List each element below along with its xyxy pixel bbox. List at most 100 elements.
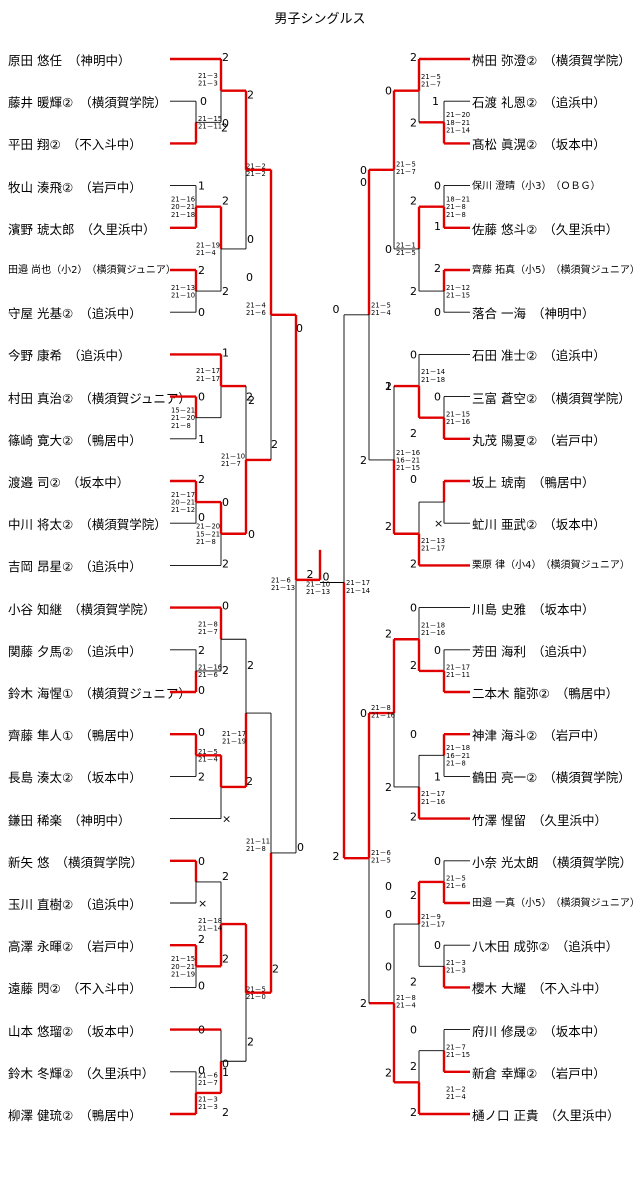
player-name: 石田 准士②	[472, 348, 538, 364]
page-title: 男子シングルス	[274, 12, 366, 27]
match-score: 21－5	[446, 875, 466, 883]
player-name: 小奈 光太朗	[472, 854, 539, 870]
match-score: 21－4	[371, 309, 391, 317]
player-school: （神明中）	[531, 306, 595, 322]
player-entry: 虻川 亜武②（坂本中）	[472, 514, 606, 533]
match-score: 18－21	[446, 119, 470, 127]
player-name: 田邉 一真（小5）	[472, 898, 552, 909]
match-score: 21－17	[421, 920, 445, 928]
player-school: （鴨居中）	[531, 475, 595, 490]
result-mark: 0	[385, 880, 392, 893]
result-mark: 1	[222, 1066, 229, 1079]
result-mark: 2	[410, 285, 417, 298]
result-mark: 1	[222, 346, 229, 359]
player-school: （ＯＢＧ）	[555, 180, 601, 192]
player-name: 竹澤 惺留	[472, 812, 526, 828]
player-name: 玉川 直樹②	[8, 897, 74, 912]
player-name: 小谷 知継	[8, 601, 62, 617]
result-mark: 0	[198, 306, 205, 319]
player-name: 落合 一海	[472, 306, 526, 322]
result-mark: 2	[410, 1060, 417, 1073]
player-school: （久里浜中）	[544, 1108, 620, 1123]
match-score: 21－15	[171, 955, 195, 963]
match-score: 21－8	[446, 211, 466, 219]
player-entry: 小奈 光太朗（横須賀学院）	[472, 852, 632, 871]
result-mark: 0	[198, 1064, 205, 1077]
player-entry: 川島 史雅（坂本中）	[472, 599, 595, 618]
result-mark: 2	[198, 473, 205, 486]
player-school: （追浜中）	[79, 643, 142, 659]
result-mark: 1	[198, 433, 205, 446]
result-mark: 2	[385, 1066, 392, 1079]
result-mark: 1	[434, 770, 441, 783]
result-mark: 0	[222, 600, 229, 613]
match-score: 21－9	[421, 913, 441, 921]
result-mark: 2	[360, 997, 367, 1010]
player-entry: 中川 将太②（横須賀学院）	[8, 514, 167, 533]
match-score: 21－6	[198, 671, 218, 679]
result-mark: 1	[385, 380, 392, 393]
player-school: （坂本中）	[543, 517, 606, 533]
player-entry: 坂上 琥南（鴨居中）	[472, 472, 595, 491]
player-school: （追浜中）	[79, 897, 142, 912]
match-score: 21－1	[396, 242, 416, 250]
player-school: （追浜中）	[543, 95, 606, 111]
player-entry: 新矢 悠（横須賀学院）	[8, 852, 143, 871]
player-name: 鎌田 稀楽	[8, 812, 62, 828]
match-score: 21－20	[446, 111, 470, 119]
match-score: 21－17	[196, 367, 220, 375]
match-score: 20－21	[171, 499, 195, 507]
result-mark: 0	[360, 164, 367, 177]
match-score: 21－8	[446, 203, 466, 211]
result-mark: 0	[410, 473, 417, 486]
match-score: 16－21	[446, 752, 470, 760]
player-entry: 新倉 幸輝②（岩戸中）	[472, 1063, 606, 1082]
result-mark: 0	[222, 1057, 229, 1070]
player-school: （岩戸中）	[543, 1065, 606, 1081]
match-score: 21－7	[396, 168, 416, 176]
match-score: 21－5	[246, 985, 266, 993]
result-mark: 2	[246, 775, 253, 788]
player-school: （岩戸中）	[79, 939, 142, 955]
result-mark: 2	[222, 1106, 229, 1119]
result-mark: 2	[385, 380, 392, 393]
result-mark: 0	[434, 939, 441, 952]
player-entry: 柳澤 健琉②（鴨居中）	[8, 1105, 142, 1124]
player-school: （坂本中）	[531, 601, 595, 617]
result-mark: 2	[246, 391, 253, 404]
player-name: 原田 悠任	[8, 53, 62, 68]
player-school: （岩戸中）	[79, 179, 142, 195]
player-entry: 保川 澄晴（小3）（ＯＢＧ）	[472, 177, 601, 192]
player-school: （横須賀学院）	[543, 390, 631, 406]
match-score: 21－5	[198, 748, 218, 756]
result-mark: 0	[296, 322, 303, 335]
player-name: 濱野 琥太郎	[8, 221, 75, 237]
player-name: 山本 悠瑠②	[8, 1023, 74, 1039]
match-score: 21－5	[421, 73, 441, 81]
result-mark: 2	[222, 664, 229, 677]
player-entry: 樋ノ口 正貴（久里浜中）	[472, 1105, 620, 1124]
result-mark: 0	[198, 511, 205, 524]
player-name: 渡邉 司②	[8, 475, 61, 490]
match-score: 21－6	[198, 1072, 218, 1080]
player-entry: 髙松 眞滉②（坂本中）	[472, 134, 606, 153]
match-score: 21－11	[246, 838, 270, 846]
player-school: （岩戸中）	[543, 432, 606, 448]
result-mark: 1	[198, 180, 205, 193]
match-score: 21－16	[198, 664, 222, 672]
player-entry: 神津 海斗②（岩戸中）	[472, 725, 606, 744]
match-score: 21－14	[346, 587, 370, 595]
result-mark: 0	[222, 117, 229, 130]
player-school: （鴨居中）	[79, 728, 142, 744]
player-entry: 鶴田 亮一②（横須賀学院）	[472, 767, 631, 786]
match-score: 21－17	[421, 545, 445, 553]
match-score: 21－18	[421, 621, 445, 629]
result-mark: 2	[222, 557, 229, 570]
player-name: 遠藤 閃②	[8, 981, 61, 997]
player-entry: 府川 修晟②（坂本中）	[472, 1021, 606, 1040]
match-score: 21－0	[246, 993, 266, 1001]
result-mark: 0	[360, 176, 367, 189]
result-mark: 2	[410, 557, 417, 570]
match-score: 21－18	[198, 917, 222, 925]
